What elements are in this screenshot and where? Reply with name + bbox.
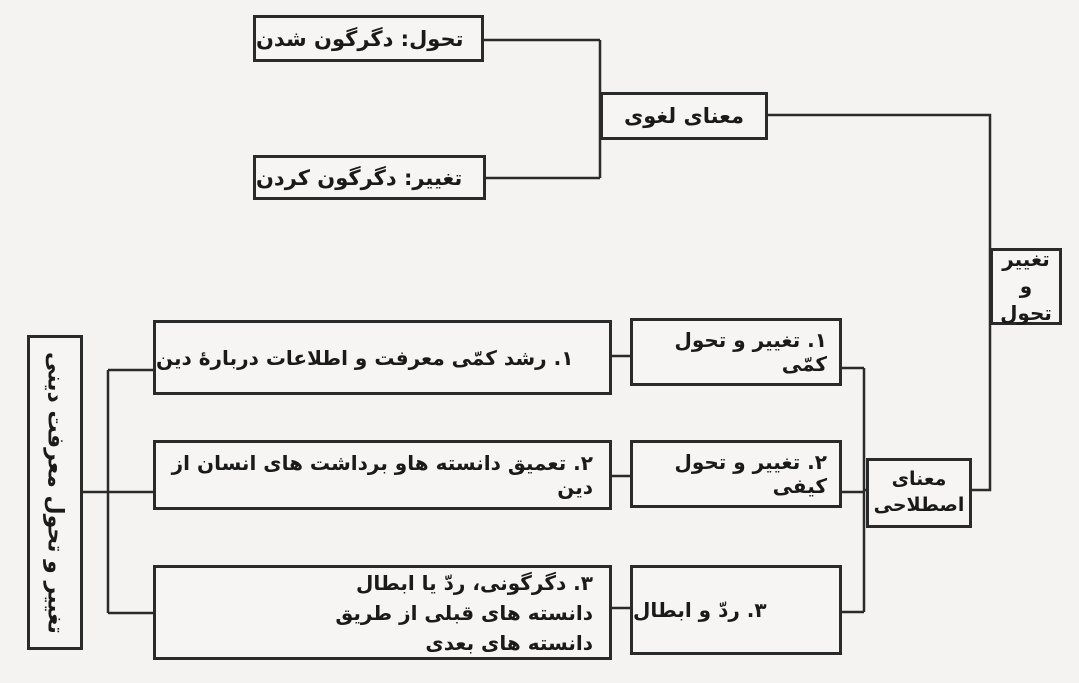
lexical-meaning-label: معنای لغوی <box>623 104 745 128</box>
root-connector <box>768 113 992 492</box>
knowledge-item-box: ۳. دگرگونی، ردّ یا ابطال دانسته های قبلی… <box>153 565 612 660</box>
lexical-item-label: تحول: دگرگون شدن <box>256 26 464 51</box>
technical-connector <box>842 366 866 614</box>
change-type-label: ۲. تغییر و تحول کیفی <box>674 450 827 498</box>
type-item-connectors <box>612 354 630 610</box>
knowledge-item-label: ۱. رشد کمّی معرفت و اطلاعات دربارهٔ دین <box>156 345 574 370</box>
lexical-meaning-box: معنای لغوی <box>600 92 768 140</box>
change-type-box: ۱. تغییر و تحول کمّی <box>630 318 842 386</box>
technical-meaning-box: معنای اصطلاحی <box>866 458 972 528</box>
religious-knowledge-change-box: تغییر و تحول معرفت دینی <box>27 335 83 650</box>
religious-knowledge-change-label: تغییر و تحول معرفت دینی <box>42 351 68 634</box>
lexical-connector <box>484 38 602 180</box>
knowledge-item-label: ۲. تعمیق دانسته هاو برداشت های انسان از … <box>171 451 593 499</box>
knowledge-item-label: ۳. دگرگونی، ردّ یا ابطال دانسته های قبلی… <box>335 570 593 655</box>
knowledge-item-box: ۲. تعمیق دانسته هاو برداشت های انسان از … <box>153 440 612 510</box>
root-label: تغییر و تحول <box>1000 247 1052 325</box>
technical-meaning-label: معنای اصطلاحی <box>873 468 965 516</box>
change-type-label: ۳. ردّ و ابطال <box>633 598 767 622</box>
lexical-item-label: تغییر: دگرگون کردن <box>256 165 463 190</box>
change-type-box: ۲. تغییر و تحول کیفی <box>630 440 842 508</box>
lexical-item-box: تحول: دگرگون شدن <box>253 15 484 62</box>
knowledge-item-box: ۱. رشد کمّی معرفت و اطلاعات دربارهٔ دین <box>153 320 612 395</box>
change-type-label: ۱. تغییر و تحول کمّی <box>674 328 827 376</box>
knowledge-connector <box>83 368 153 615</box>
change-type-box: ۳. ردّ و ابطال <box>630 565 842 655</box>
root-box: تغییر و تحول <box>990 247 1062 325</box>
lexical-item-box: تغییر: دگرگون کردن <box>253 155 486 200</box>
